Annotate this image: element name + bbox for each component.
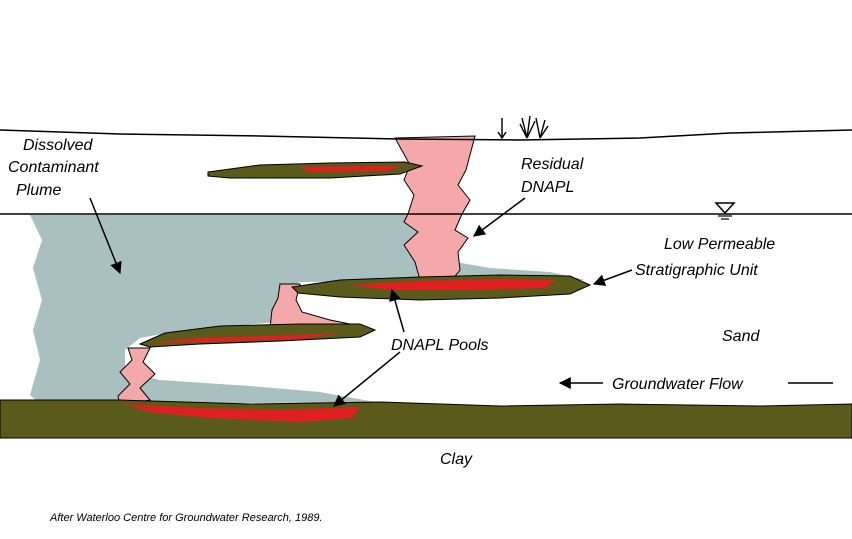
dnapl-pools-label: DNAPL Pools [391, 337, 489, 354]
clay-pool [125, 404, 360, 422]
residual-arrow [473, 197, 526, 237]
sand-label: Sand [722, 328, 760, 345]
plume-arrow [89, 197, 122, 275]
grass-icon [497, 115, 549, 140]
source-note: After Waterloo Centre for Groundwater Re… [49, 512, 323, 524]
lowperm-label-line1: Low Permeable [664, 236, 775, 253]
clay-layer [0, 399, 852, 439]
lowperm-label-line2: Stratigraphic Unit [635, 262, 758, 279]
plume-label-line1: Dissolved [23, 137, 93, 154]
pools-arrow-up [389, 288, 405, 333]
residual-dnapl-upper [394, 135, 476, 215]
dissolved-plume [30, 215, 585, 404]
ground-surface [0, 129, 852, 141]
middle-lens-pool [150, 333, 340, 343]
residual-label-line2: DNAPL [521, 179, 574, 196]
plume-label-line2: Contaminant [8, 159, 99, 176]
plume-label-line3: Plume [16, 182, 61, 199]
groundwater-flow-label: Groundwater Flow [612, 376, 744, 393]
lowperm-arrow [592, 269, 633, 286]
clay-label: Clay [440, 451, 473, 468]
water-table-icon [714, 202, 736, 220]
pools-arrow-down [333, 351, 401, 407]
upper-lens-pool [300, 166, 400, 172]
main-lens-pool [350, 279, 555, 290]
residual-label-line1: Residual [521, 156, 584, 173]
